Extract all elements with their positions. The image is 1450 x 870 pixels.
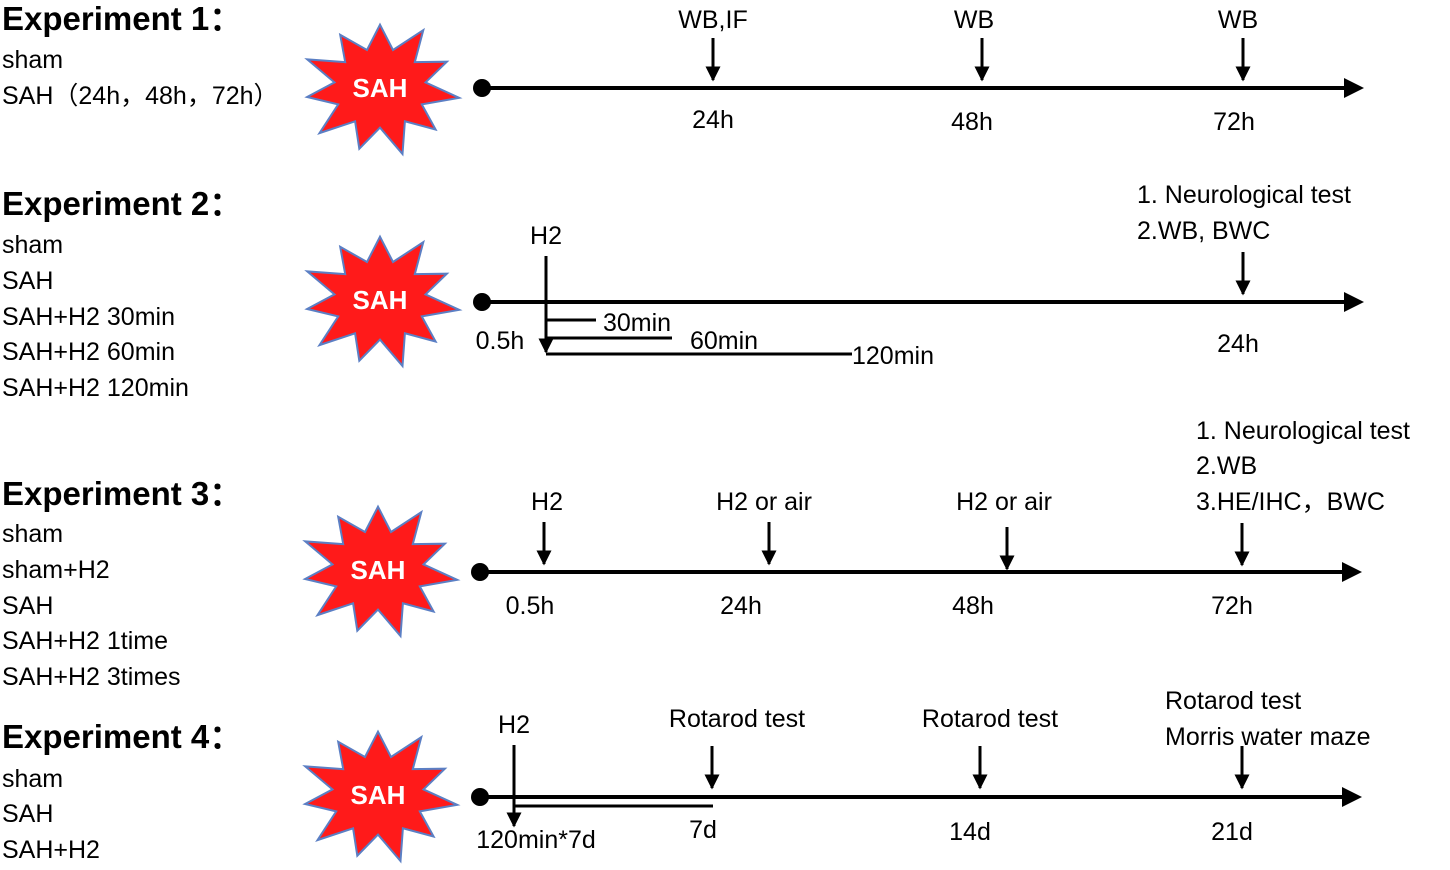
timeline-arrowhead: [1344, 78, 1364, 98]
marker-label: H2 or air: [956, 488, 1052, 516]
group-label: SAH: [2, 800, 53, 828]
sah-burst-icon: SAH: [302, 504, 461, 639]
experiment-1-title: Experiment 1：: [2, 0, 242, 37]
group-label: SAH（24h，48h，72h）: [2, 82, 279, 110]
timepoint-marker: Rotarod test 14d: [922, 705, 1058, 846]
timepoint-label: 0.5h: [506, 592, 555, 620]
marker-label: WB: [1218, 6, 1258, 34]
group-label: sham+H2: [2, 556, 110, 584]
experiment-2-panel: Experiment 2： sham SAH SAH+H2 30min SAH+…: [2, 181, 1364, 402]
duration-label: 60min: [690, 327, 758, 355]
group-label: SAH+H2 3times: [2, 663, 181, 691]
marker-label: 1. Neurological test: [1196, 417, 1410, 445]
experiment-3-title: Experiment 3：: [2, 475, 242, 512]
group-label: SAH+H2 30min: [2, 303, 175, 331]
h2-duration-bars: 30min 60min 120min: [546, 309, 934, 370]
sah-burst-icon: SAH: [304, 22, 463, 157]
timepoint-label: 7d: [689, 816, 717, 844]
group-label: sham: [2, 765, 63, 793]
starburst-shape: [302, 504, 461, 639]
group-label: sham: [2, 231, 63, 259]
starburst-shape: [304, 234, 463, 369]
experiment-4-title: Experiment 4：: [2, 718, 242, 755]
timepoint-label: 24h: [692, 106, 734, 134]
timepoint-label: 21d: [1211, 818, 1253, 846]
timepoint-label: 24h: [1217, 330, 1259, 358]
marker-label: H2: [498, 711, 530, 739]
timepoint-label: 14d: [949, 818, 991, 846]
timepoint-marker: Rotarod test 7d: [669, 705, 805, 844]
experiment-4-panel: Experiment 4： sham SAH SAH+H2 SAH H2 120…: [2, 687, 1371, 864]
burst-label: SAH: [351, 555, 406, 585]
group-label: SAH: [2, 267, 53, 295]
timepoint-label: 48h: [952, 592, 994, 620]
group-label: SAH+H2 1time: [2, 627, 168, 655]
group-label: SAH+H2: [2, 836, 100, 864]
timeline-start-dot: [473, 293, 491, 311]
group-label: sham: [2, 520, 63, 548]
starburst-shape: [302, 729, 461, 864]
timepoint-label: 72h: [1211, 592, 1253, 620]
marker-label: 2.WB, BWC: [1137, 217, 1270, 245]
sah-burst-icon: SAH: [302, 729, 461, 864]
timepoint-marker: 1. Neurological test 2.WB 3.HE/IHC，BWC 7…: [1196, 417, 1410, 620]
timepoint-marker: H2 0.5h: [476, 222, 562, 355]
marker-label: Rotarod test: [1165, 687, 1301, 715]
marker-label: 2.WB: [1196, 452, 1257, 480]
timepoint-label: 24h: [720, 592, 762, 620]
group-label: sham: [2, 46, 63, 74]
timepoint-marker: H2 or air 48h: [952, 488, 1052, 620]
marker-label: H2: [530, 222, 562, 250]
timepoint-marker: 1. Neurological test 2.WB, BWC 24h: [1137, 181, 1351, 358]
timeline-start-dot: [471, 563, 489, 581]
marker-label: H2: [531, 488, 563, 516]
duration-label: 30min: [603, 309, 671, 337]
group-label: SAH+H2 120min: [2, 374, 189, 402]
burst-label: SAH: [351, 780, 406, 810]
marker-label: H2 or air: [716, 488, 812, 516]
timepoint-marker: WB,IF 24h: [678, 6, 747, 134]
timepoint-marker: H2 0.5h: [506, 488, 563, 620]
burst-label: SAH: [353, 73, 408, 103]
timeline-arrowhead: [1342, 562, 1362, 582]
timepoint-label: 48h: [951, 108, 993, 136]
group-label: SAH+H2 60min: [2, 338, 175, 366]
timeline-arrowhead: [1342, 787, 1362, 807]
marker-label: Morris water maze: [1165, 723, 1371, 751]
starburst-shape: [304, 22, 463, 157]
duration-label: 120min: [852, 342, 934, 370]
marker-label: 1. Neurological test: [1137, 181, 1351, 209]
timepoint-label: 0.5h: [476, 327, 525, 355]
group-label: SAH: [2, 592, 53, 620]
timepoint-label: 72h: [1213, 108, 1255, 136]
timepoint-label: 120min*7d: [476, 826, 596, 854]
marker-label: WB,IF: [678, 6, 747, 34]
marker-label: Rotarod test: [669, 705, 805, 733]
burst-label: SAH: [353, 285, 408, 315]
timeline-start-dot: [471, 788, 489, 806]
sah-burst-icon: SAH: [304, 234, 463, 369]
timeline-arrowhead: [1344, 292, 1364, 312]
timepoint-marker: H2 120min*7d: [476, 711, 713, 854]
timepoint-marker: WB 72h: [1213, 6, 1258, 136]
marker-label: WB: [954, 6, 994, 34]
timepoint-marker: H2 or air 24h: [716, 488, 812, 620]
experiment-1-panel: Experiment 1： sham SAH（24h，48h，72h） SAH …: [2, 0, 1364, 157]
experiment-3-panel: Experiment 3： sham sham+H2 SAH SAH+H2 1t…: [2, 417, 1410, 691]
timepoint-marker: WB 48h: [951, 6, 994, 136]
experiment-2-title: Experiment 2：: [2, 185, 242, 222]
timeline-start-dot: [473, 79, 491, 97]
marker-label: Rotarod test: [922, 705, 1058, 733]
timepoint-marker: Rotarod test Morris water maze 21d: [1165, 687, 1371, 846]
marker-label: 3.HE/IHC，BWC: [1196, 488, 1385, 516]
